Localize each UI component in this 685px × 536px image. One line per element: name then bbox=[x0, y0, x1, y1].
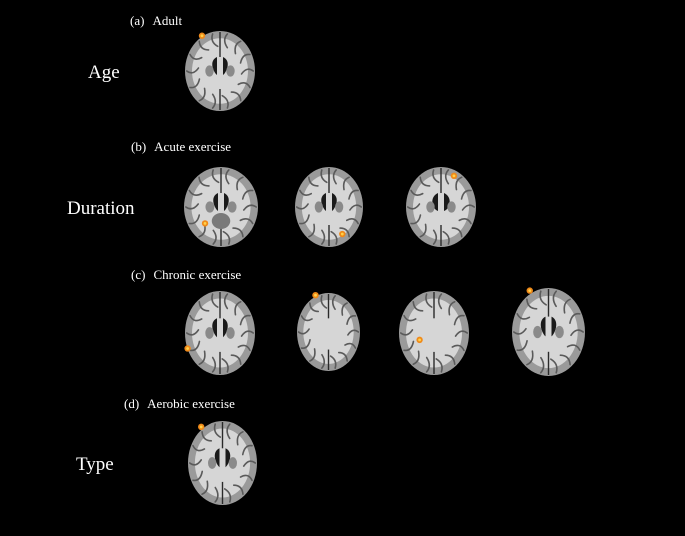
panel-tag-d: (d) bbox=[124, 396, 140, 411]
activation-peak bbox=[340, 232, 344, 236]
gyri-pattern bbox=[513, 290, 584, 374]
brain-slice-c1 bbox=[184, 291, 255, 375]
activation-peak bbox=[199, 425, 203, 429]
panel-name-d: Aerobic exercise bbox=[147, 396, 235, 411]
basal-ganglia-right bbox=[227, 201, 237, 213]
basal-ganglia-right bbox=[228, 457, 237, 469]
ventricle-left bbox=[214, 448, 220, 468]
basal-ganglia-left bbox=[205, 327, 214, 339]
gyri-pattern bbox=[188, 423, 257, 503]
panel-title-c: (c) Chronic exercise bbox=[131, 267, 241, 283]
basal-ganglia-right bbox=[335, 201, 344, 213]
ventricle-right bbox=[551, 316, 557, 337]
ventricle-right bbox=[224, 193, 229, 211]
basal-ganglia-left bbox=[208, 457, 217, 469]
brain-slice-b2 bbox=[295, 167, 363, 247]
row-label-type: Type bbox=[76, 454, 114, 475]
brain-slice-a1 bbox=[185, 31, 255, 111]
basal-ganglia-left bbox=[205, 65, 214, 77]
ventricle-right bbox=[332, 193, 337, 211]
white-matter bbox=[519, 295, 578, 369]
brain-slice-c3 bbox=[399, 291, 469, 375]
brain-slice-c4 bbox=[512, 287, 585, 376]
activation-peak bbox=[200, 34, 204, 38]
ventricle-left bbox=[540, 316, 546, 337]
basal-ganglia-left bbox=[533, 325, 542, 339]
basal-ganglia-left bbox=[426, 201, 435, 213]
activation-peak bbox=[418, 338, 421, 342]
brain-slice-b1 bbox=[184, 167, 258, 247]
white-matter bbox=[192, 38, 248, 104]
white-matter bbox=[194, 428, 251, 498]
basal-ganglia-left bbox=[205, 201, 215, 213]
gyri-pattern bbox=[399, 293, 469, 373]
gyri-pattern bbox=[297, 295, 360, 369]
basal-ganglia-right bbox=[226, 65, 235, 77]
activation-peak bbox=[203, 222, 207, 225]
ventricle-right bbox=[225, 448, 231, 468]
ventricle-right bbox=[223, 318, 228, 338]
ventricle-left bbox=[212, 318, 217, 338]
panel-title-d: (d) Aerobic exercise bbox=[124, 396, 235, 412]
basal-ganglia-right bbox=[447, 201, 456, 213]
basal-ganglia-right bbox=[555, 325, 564, 339]
panel-tag-a: (a) bbox=[130, 13, 145, 28]
ventricle-left bbox=[212, 57, 217, 75]
panel-tag-c: (c) bbox=[131, 267, 146, 282]
basal-ganglia-left bbox=[314, 201, 323, 213]
activation-peak bbox=[452, 174, 456, 178]
ventricle-left bbox=[321, 193, 326, 211]
brain-slice-d1 bbox=[188, 421, 257, 505]
panel-name-c: Chronic exercise bbox=[153, 267, 242, 282]
gyri-pattern bbox=[185, 293, 255, 373]
gyri-pattern bbox=[185, 33, 255, 109]
white-matter bbox=[413, 174, 469, 240]
gyri-pattern bbox=[295, 169, 363, 245]
brain-slice-c2 bbox=[297, 292, 360, 371]
activation-peak bbox=[314, 293, 317, 297]
white-matter bbox=[192, 298, 248, 368]
white-matter bbox=[303, 300, 354, 364]
white-matter bbox=[301, 174, 357, 240]
brainstem bbox=[211, 213, 231, 229]
gyri-pattern bbox=[406, 169, 476, 245]
basal-ganglia-right bbox=[226, 327, 235, 339]
ventricle-left bbox=[213, 193, 218, 211]
activation-peak bbox=[186, 347, 189, 350]
panel-tag-b: (b) bbox=[131, 139, 147, 154]
gyri-pattern bbox=[185, 169, 257, 245]
brain-slice-b3 bbox=[406, 167, 476, 247]
panel-name-b: Acute exercise bbox=[154, 139, 232, 154]
row-label-duration: Duration bbox=[67, 198, 135, 219]
panel-title-b: (b) Acute exercise bbox=[131, 139, 231, 155]
activation-peak bbox=[528, 289, 532, 292]
row-label-age: Age bbox=[88, 62, 120, 83]
panel-title-a: (a) Adult bbox=[130, 13, 182, 29]
panel-name-a: Adult bbox=[152, 13, 183, 28]
ventricle-right bbox=[223, 57, 228, 75]
white-matter bbox=[406, 298, 462, 368]
